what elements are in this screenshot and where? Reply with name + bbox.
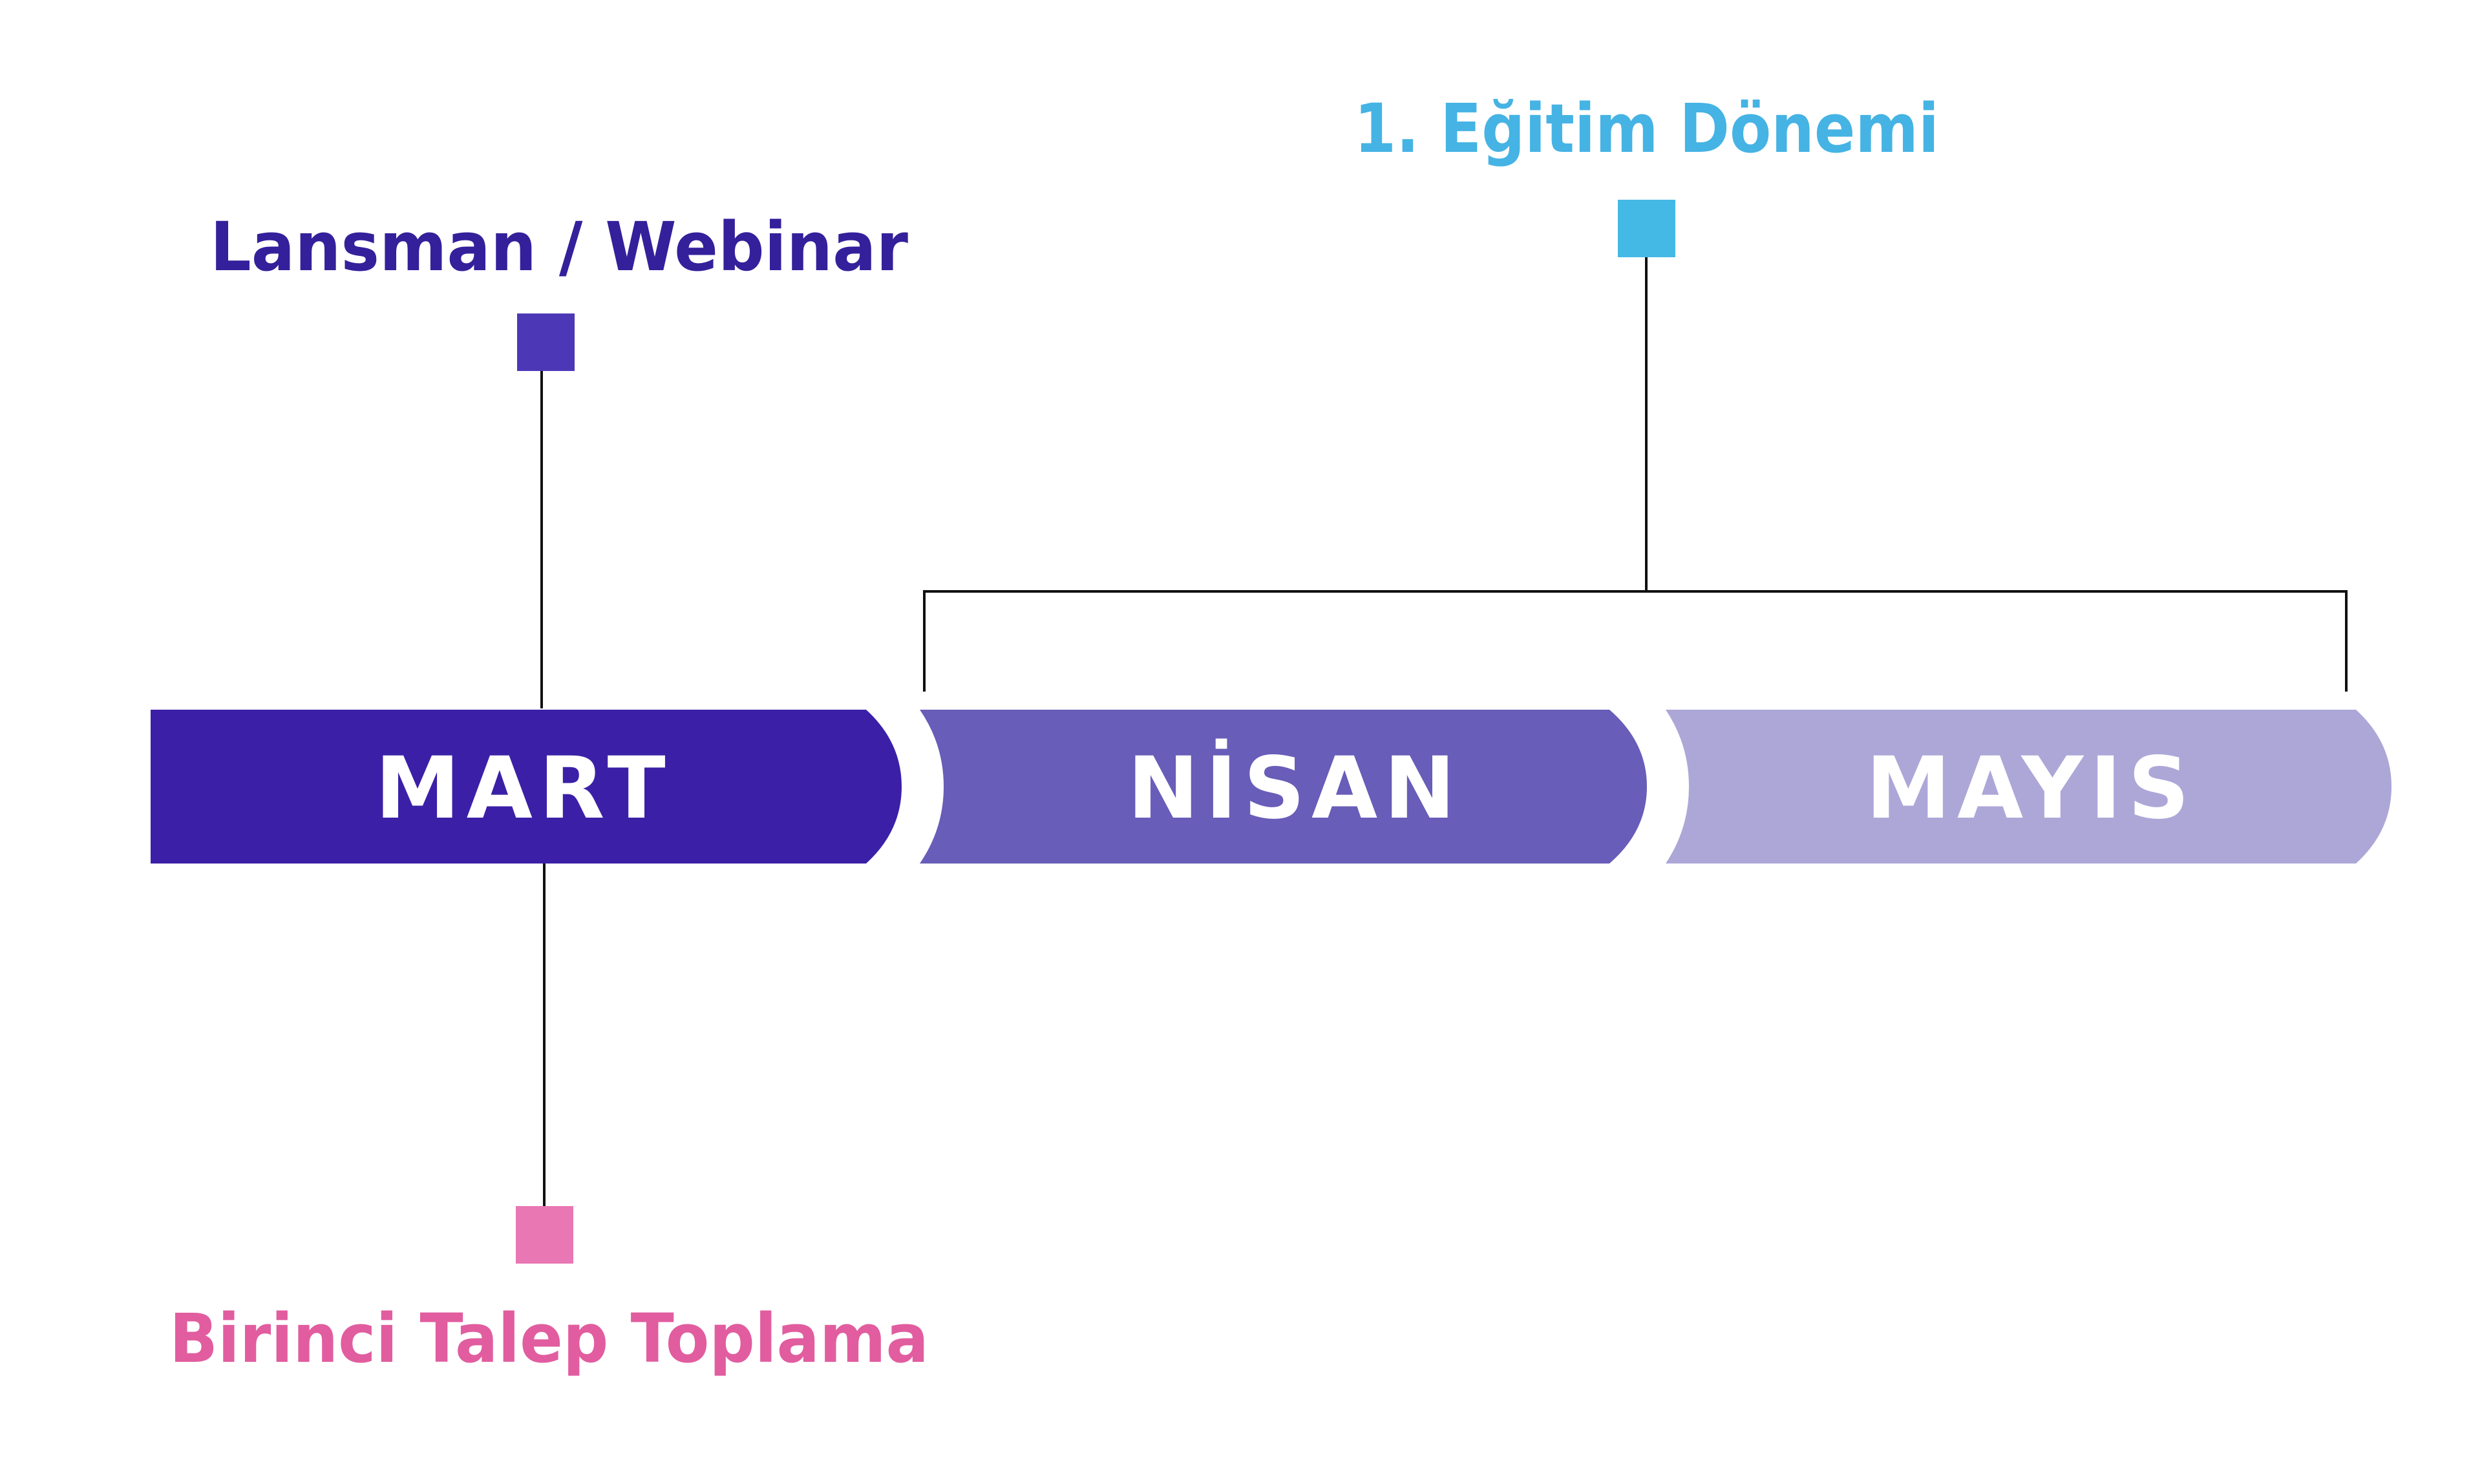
month-segment-mart	[151, 710, 902, 864]
training-bracket	[923, 590, 2348, 692]
launch-label: Lansman / Webinar	[210, 207, 908, 286]
demand-label: Birinci Talep Toplama	[169, 1299, 929, 1378]
month-segment-mayis	[1666, 710, 2392, 864]
launch-marker	[517, 313, 575, 371]
milestone-markers	[516, 200, 1675, 1264]
month-labels: MART NİSAN MAYIS	[375, 738, 2196, 838]
month-label-nisan: NİSAN	[1127, 738, 1461, 838]
demand-marker	[516, 1206, 573, 1264]
connectors	[540, 255, 2348, 1206]
month-segments	[151, 710, 2392, 864]
month-segment-nisan	[920, 710, 1647, 864]
month-label-mart: MART	[375, 739, 672, 838]
month-label-mayis: MAYIS	[1866, 739, 2196, 838]
training-marker	[1618, 200, 1675, 257]
training-label: 1. Eğitim Dönemi	[1354, 89, 1939, 168]
milestone-labels: Lansman / Webinar 1. Eğitim Dönemi Birin…	[169, 89, 1939, 1378]
